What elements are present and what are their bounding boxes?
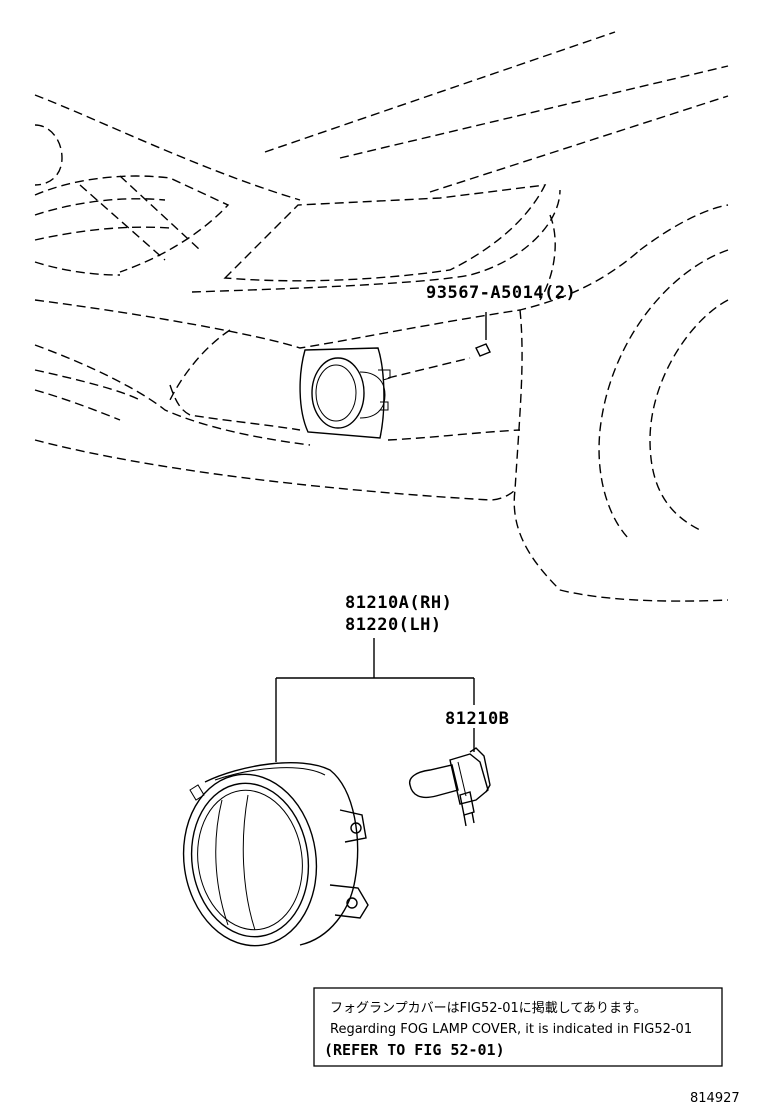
callout-fog-lamp-lh: 81220(LH) bbox=[345, 615, 442, 635]
fog-bulb bbox=[408, 747, 491, 827]
note-japanese: フォグランプカバーはFIG52-01に掲載してあります。 bbox=[330, 1000, 647, 1016]
diagram-code: 814927 bbox=[690, 1091, 740, 1106]
note-refer: (REFER TO FIG 52-01) bbox=[324, 1041, 505, 1059]
callout-bulb: 81210B bbox=[445, 709, 509, 729]
callout-bolt: 93567-A5014(2) bbox=[426, 283, 576, 303]
bolt-part bbox=[475, 312, 491, 357]
callout-fog-lamp-rh: 81210A(RH) bbox=[345, 593, 452, 613]
leader-lines bbox=[275, 638, 475, 762]
car-front-outline bbox=[34, 31, 729, 602]
fog-lamp-assembly bbox=[182, 761, 369, 947]
note-english: Regarding FOG LAMP COVER, it is indicate… bbox=[330, 1022, 692, 1037]
fog-lamp-installed bbox=[299, 347, 471, 439]
note-box: フォグランプカバーはFIG52-01に掲載してあります。 Regarding F… bbox=[313, 987, 723, 1067]
